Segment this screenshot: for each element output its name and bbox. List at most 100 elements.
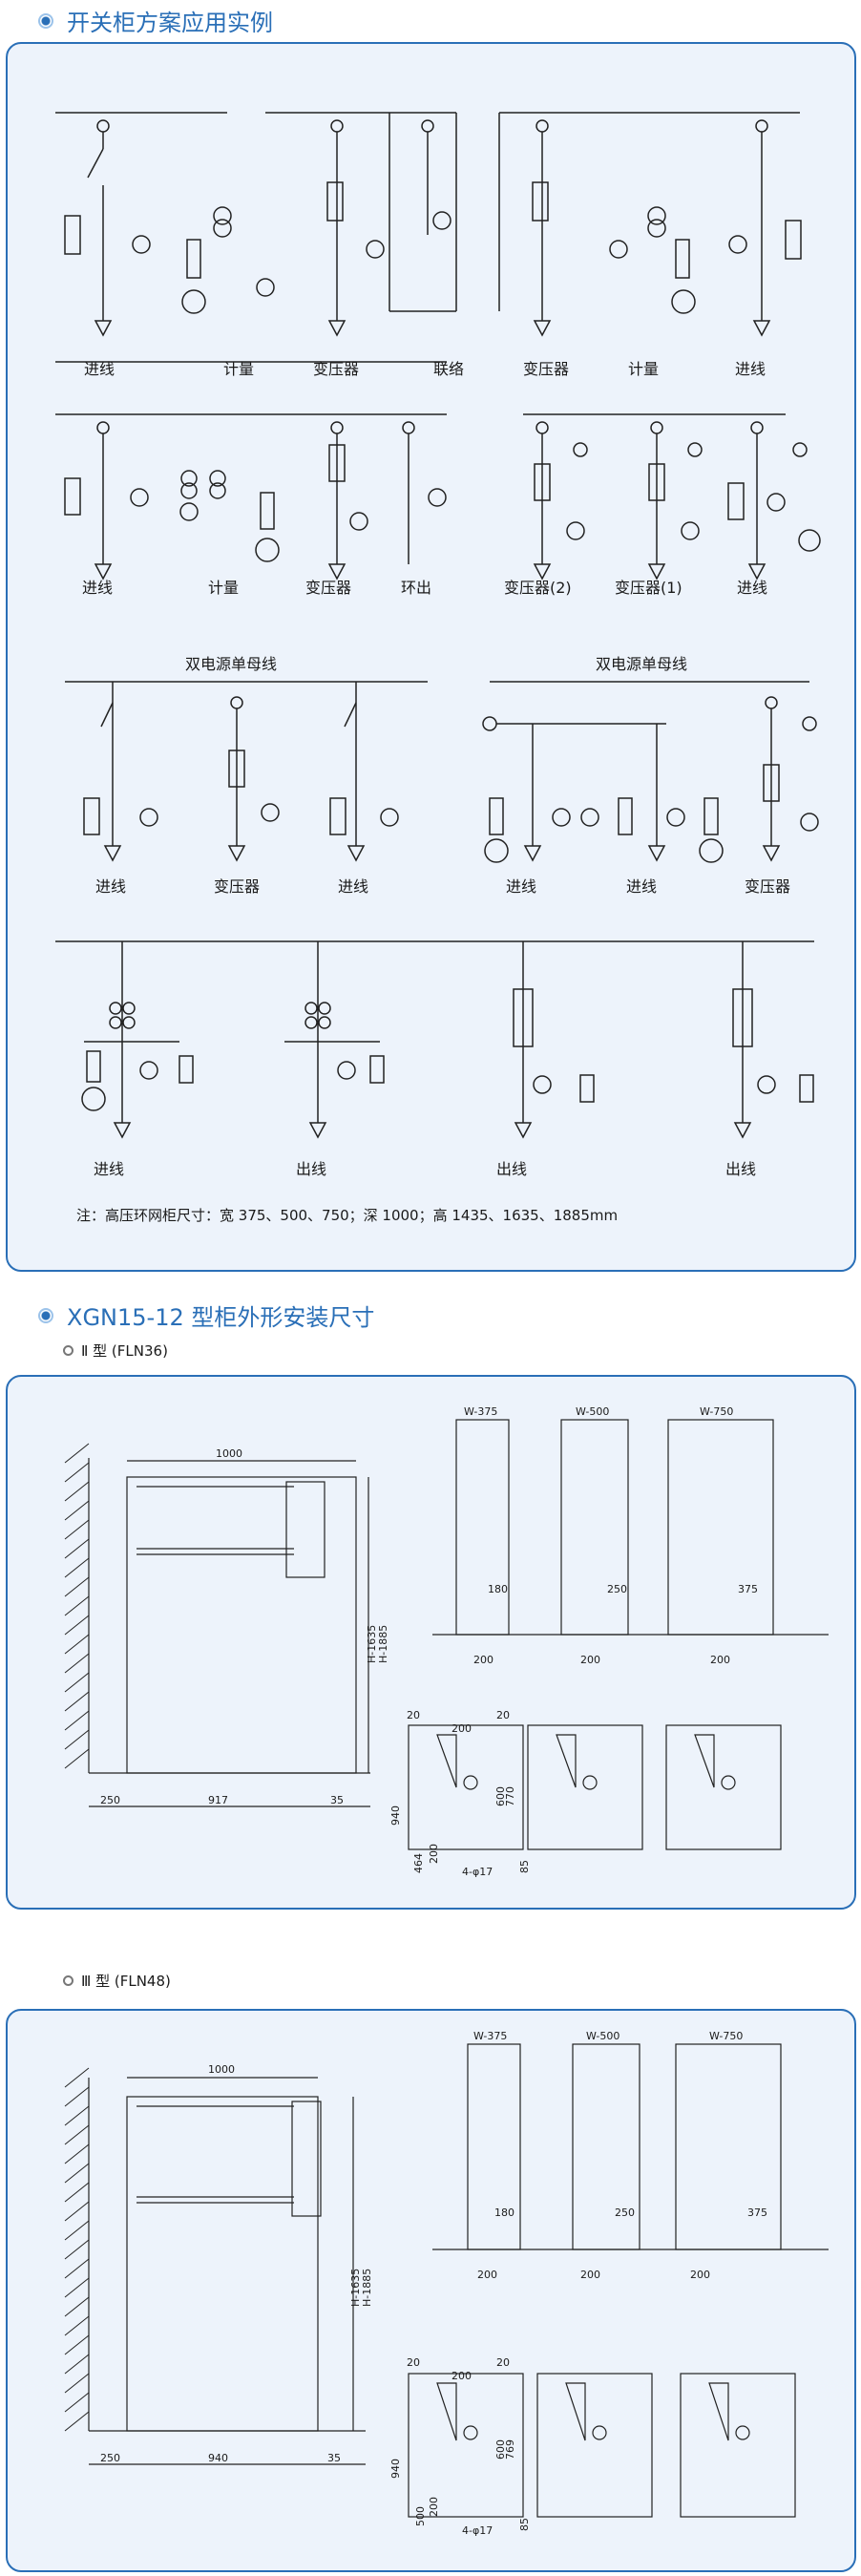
type2-drawings: 1000 H-1635 H-1885 250 940 35 W-375 180 …	[64, 2030, 829, 2537]
row3-right-label-3: 变压器	[745, 877, 790, 896]
row1-units	[64, 119, 802, 337]
dimension-note: 注：高压环网柜尺寸：宽 375、500、750；深 1000；高 1435、16…	[76, 1207, 619, 1224]
type1-label: Ⅱ 型 (FLN36)	[63, 1341, 168, 1361]
row3-units	[83, 682, 819, 863]
plan2-side: 940	[389, 2459, 402, 2479]
side2-h2: H-1885	[361, 2269, 373, 2307]
front2-1-base: 200	[477, 2269, 497, 2281]
side1-h1: H-1635	[366, 1625, 378, 1663]
front3-width: W-750	[700, 1405, 733, 1418]
front2-1-width: W-375	[473, 2030, 507, 2042]
row1-label-2: 计量	[223, 360, 254, 378]
front3-base: 200	[710, 1654, 730, 1666]
row4-label-2: 出线	[296, 1160, 326, 1178]
title-bullet-icon	[38, 12, 53, 29]
front2-inner: 250	[607, 1583, 627, 1595]
type2-panel: 1000 H-1635 H-1885 250 940 35 W-375 180 …	[6, 2009, 856, 2572]
front2-1-inner: 180	[494, 2206, 514, 2219]
single-line-diagrams: 进线 计量 变压器 联络 变压器 计量 进线	[55, 112, 821, 1178]
front2-3-base: 200	[690, 2269, 710, 2281]
row1-label-4: 联络	[433, 360, 464, 378]
row4-units	[81, 941, 814, 1139]
row4-label-4: 出线	[725, 1160, 756, 1178]
plan1-v2: 770	[504, 1786, 516, 1806]
row2-label-3: 变压器	[305, 579, 351, 597]
front1-base: 200	[473, 1654, 494, 1666]
plan1-side: 940	[389, 1805, 402, 1826]
side1-depth: 1000	[216, 1447, 242, 1460]
type1-panel: 1000 H-1635 H-1885 250 917 35 W-375 180 …	[6, 1375, 856, 1910]
side2-base-mid: 940	[208, 2452, 228, 2464]
type2-label-text: Ⅲ 型 (FLN48)	[81, 1973, 171, 1990]
plan2-top-right: 20	[496, 2356, 510, 2369]
front2-base: 200	[580, 1654, 600, 1666]
front2-2-base: 200	[580, 2269, 600, 2281]
side2-base-right: 35	[327, 2452, 341, 2464]
row2-label-2: 计量	[208, 579, 239, 597]
plan2-low2: 200	[428, 2497, 440, 2517]
row2-label-1: 进线	[82, 579, 113, 597]
plan1-holes: 4-φ17	[462, 1866, 493, 1878]
title-bullet-icon	[38, 1307, 53, 1323]
type2-label: Ⅲ 型 (FLN48)	[63, 1971, 171, 1991]
side2-base-left: 250	[100, 2452, 120, 2464]
type1-label-text: Ⅱ 型 (FLN36)	[81, 1342, 168, 1360]
front2-3-inner: 375	[747, 2206, 767, 2219]
section-title-install: XGN15-12 型柜外形安装尺寸	[38, 1299, 374, 1332]
plan1-v1: 600	[494, 1786, 507, 1806]
side1-base-mid: 917	[208, 1794, 228, 1806]
row2-label-7: 进线	[737, 579, 767, 597]
plan1-top-mid: 200	[452, 1722, 472, 1735]
dual-source-title-right: 双电源单母线	[596, 655, 687, 673]
plan2-v1: 600	[494, 2439, 507, 2460]
section-title-schemes: 开关柜方案应用实例	[38, 4, 273, 37]
row1-label-3: 变压器	[313, 360, 359, 378]
side2-h1: H-1635	[349, 2269, 362, 2307]
section-title-text-2: XGN15-12 型柜外形安装尺寸	[67, 1304, 375, 1331]
front2-width: W-500	[576, 1405, 609, 1418]
row2-label-6: 变压器(1)	[615, 579, 682, 597]
front2-2-width: W-500	[586, 2030, 620, 2042]
row3-right-label-2: 进线	[626, 877, 657, 896]
plan2-top-left: 20	[407, 2356, 420, 2369]
dual-source-title-left: 双电源单母线	[185, 655, 277, 673]
ring-icon	[63, 1345, 74, 1356]
type1-drawings: 1000 H-1635 H-1885 250 917 35 W-375 180 …	[64, 1405, 829, 1878]
front2-3-width: W-750	[709, 2030, 743, 2042]
plan2-v2: 769	[504, 2439, 516, 2460]
side1-h2: H-1885	[377, 1625, 389, 1663]
plan2-bottom: 85	[518, 2518, 531, 2531]
row3-right-label-1: 进线	[506, 877, 536, 896]
row1-label-7: 进线	[735, 360, 766, 378]
plan1-bottom: 85	[518, 1860, 531, 1873]
front2-2-inner: 250	[615, 2206, 635, 2219]
row2-units	[64, 421, 821, 581]
side1-base-right: 35	[330, 1794, 344, 1806]
side1-base-left: 250	[100, 1794, 120, 1806]
plan2-top-mid: 200	[452, 2370, 472, 2382]
row4-label-1: 进线	[94, 1160, 124, 1178]
schemes-panel: 进线 计量 变压器 联络 变压器 计量 进线	[6, 42, 856, 1272]
front3-inner: 375	[738, 1583, 758, 1595]
plan-views-type2	[408, 2373, 796, 2518]
row2-label-5: 变压器(2)	[504, 579, 572, 597]
plan1-low2: 200	[428, 1844, 440, 1864]
row3-left-label-3: 进线	[338, 877, 368, 896]
row2-label-4: 环出	[401, 579, 431, 597]
row1-label-1: 进线	[84, 360, 115, 378]
plan2-holes: 4-φ17	[462, 2524, 493, 2537]
row4-label-3: 出线	[496, 1160, 527, 1178]
plan1-top-right: 20	[496, 1709, 510, 1721]
front1-inner: 180	[488, 1583, 508, 1595]
row1-label-6: 计量	[628, 360, 659, 378]
side2-depth: 1000	[208, 2063, 235, 2076]
plan2-low1: 500	[414, 2506, 427, 2526]
ring-icon	[63, 1975, 74, 1986]
row1-label-5: 变压器	[523, 360, 569, 378]
plan-views-type1	[408, 1724, 782, 1850]
row3-left-label-2: 变压器	[214, 877, 260, 896]
plan1-top-left: 20	[407, 1709, 420, 1721]
front1-width: W-375	[464, 1405, 497, 1418]
row3-left-label-1: 进线	[95, 877, 126, 896]
section-title-text: 开关柜方案应用实例	[67, 10, 273, 36]
